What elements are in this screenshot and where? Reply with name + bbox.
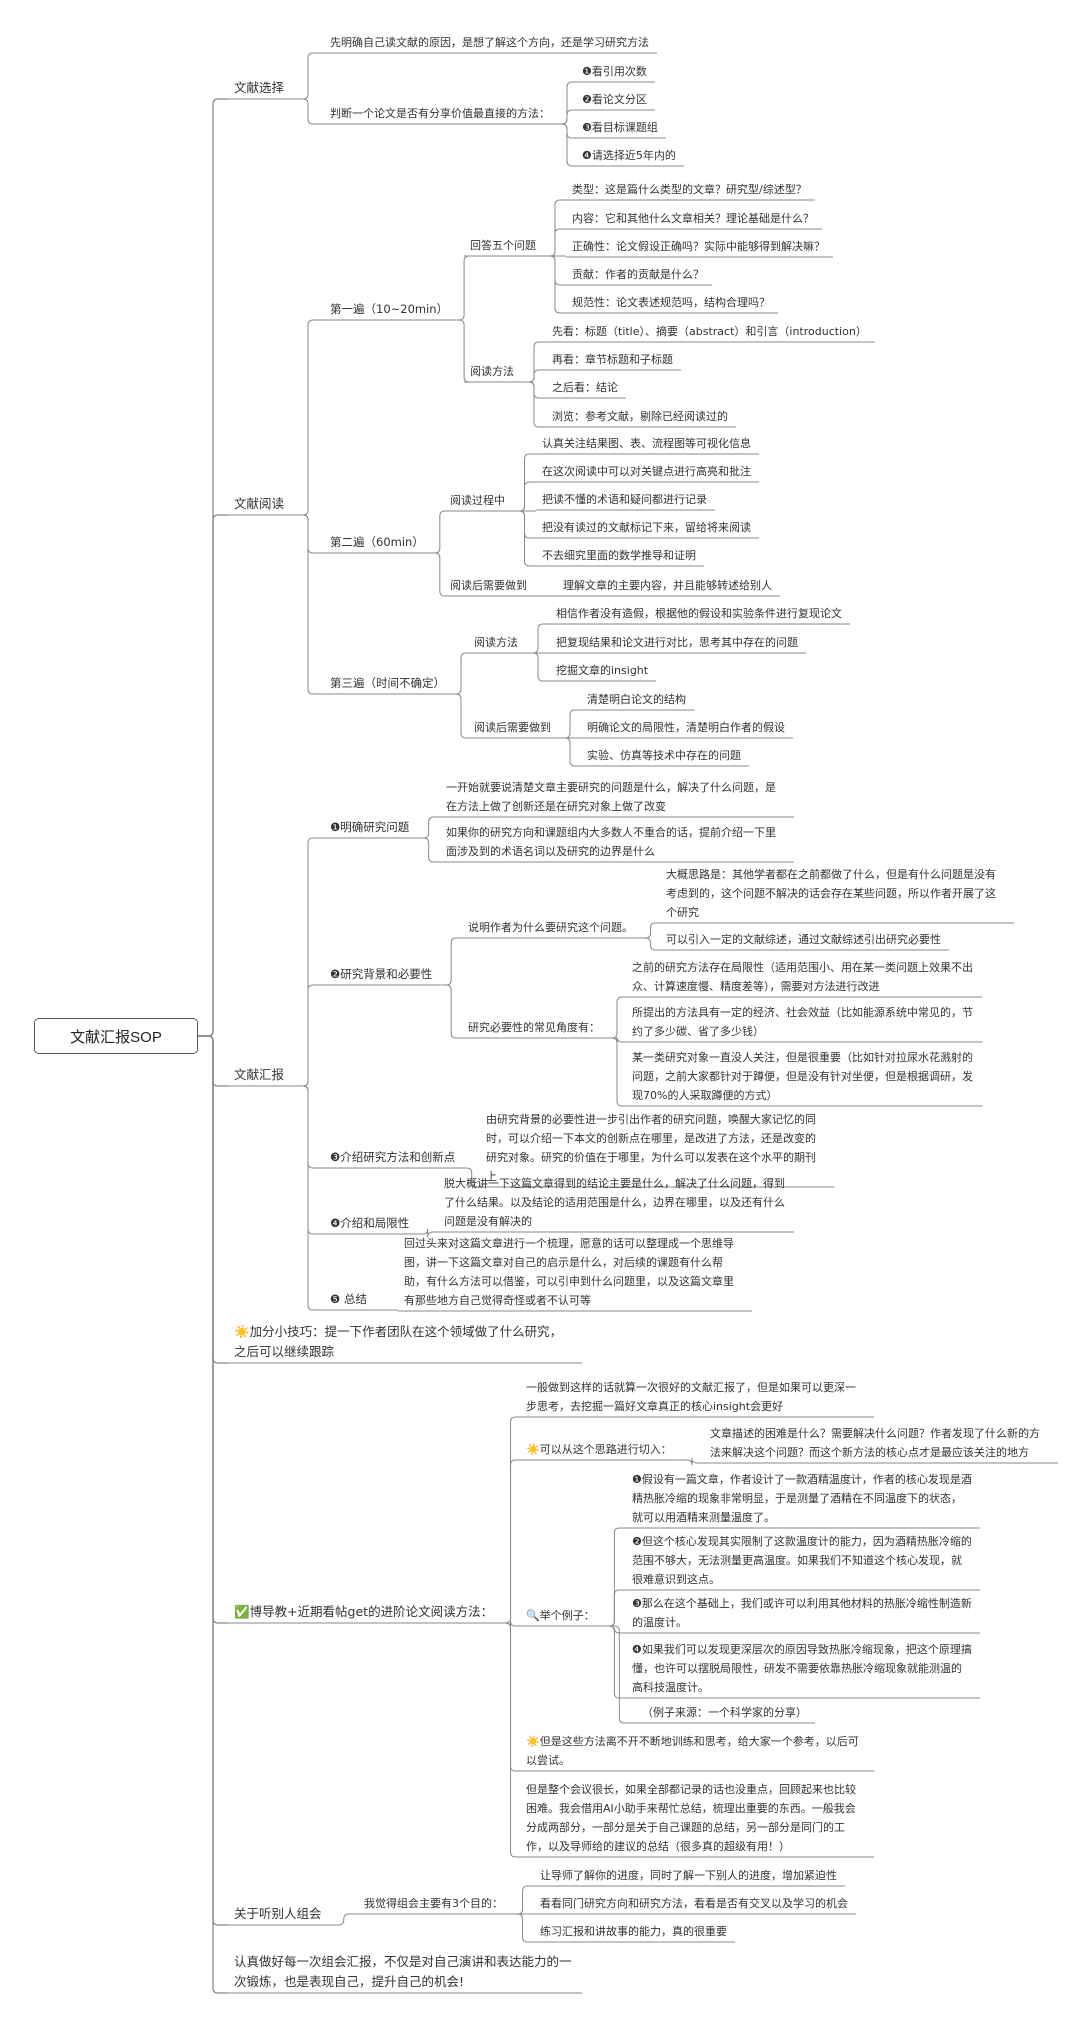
pass1-title: 第一遍（10~20min）: [330, 302, 449, 316]
report-angle-title: 研究必要性的常见角度有：: [468, 1021, 600, 1034]
pass2-during-2: 在这次阅读中可以对关键点进行高亮和批注: [542, 465, 751, 478]
pass2-after-1: 理解文章的主要内容，并且能够转述给别人: [563, 579, 772, 592]
s5-example-source: （例子来源：一个科学家的分享）: [642, 1706, 807, 1719]
pass3-after-1: 清楚明白论文的结构: [587, 693, 686, 706]
s6-title: 关于听别人组会: [234, 1906, 322, 1921]
s1-intro: 先明确自己读文献的原因，是想了解这个方向，还是学习研究方法: [330, 36, 649, 49]
s5-intro: 一般做到这样的话就算一次很好的文献汇报了，但是如果可以更深一步思考，去挖掘一篇好…: [526, 1381, 856, 1413]
s1-judge-item-1: ❶看引用次数: [582, 65, 647, 78]
s6-item-1: 让导师了解你的进度，同时了解一下别人的进度，增加紧迫性: [540, 1869, 837, 1882]
pass1-question-3: 正确性：论文假设正确吗？实际中能够得到解决嘛？: [572, 240, 825, 253]
s1-title: 文献选择: [234, 80, 285, 95]
s1-judge: 判断一个论文是否有分享价值最直接的方法：: [330, 107, 550, 120]
pass1-question-1: 类型：这是篇什么类型的文章？研究型/综述型？: [572, 183, 807, 196]
pass2-during-3: 把读不懂的术语和疑问都进行记录: [542, 493, 707, 506]
closing-note: 认真做好每一次组会汇报，不仅是对自己演讲和表达能力的一次锻炼，也是表现自己，提升…: [234, 1954, 572, 1989]
pass3-after-2: 明确论文的局限性，清楚明白作者的假设: [587, 721, 785, 734]
s5-example-1: ❶假设有一篇文章，作者设计了一款酒精温度计，作者的核心发现是酒精热胀冷缩的现象非…: [632, 1473, 972, 1524]
s5-tail: 但是整个会议很长，如果全部都记录的话也没重点，回顾起来也比较困难。我会借用AI小…: [526, 1783, 856, 1853]
pass1-question-5: 规范性：论文表述规范吗，结构合理吗？: [572, 296, 770, 309]
report-method-text: 由研究背景的必要性进一步引出作者的研究问题，唤醒大家记忆的同时，可以介绍一下本文…: [486, 1113, 816, 1183]
s2-title: 文献阅读: [234, 496, 285, 511]
s5-idea-title: ☀️可以从这个思路进行切入：: [526, 1443, 672, 1456]
s5-example-2: ❷但这个核心发现其实限制了这款温度计的能力，因为酒精热胀冷缩的范围不够大，无法测…: [632, 1535, 972, 1586]
pass3-after-title: 阅读后需要做到: [474, 721, 551, 734]
s5-note: ☀️但是这些方法离不开不断地训练和思考，给大家一个参考，以后可以尝试。: [526, 1735, 859, 1767]
report-angle-2: 所提出的方法具有一定的经济、社会效益（比如能源系统中常见的，节约了多少碳、省了多…: [632, 1006, 973, 1038]
pass1-question-4: 贡献：作者的贡献是什么？: [572, 268, 704, 281]
s5-idea-text: 文章描述的困难是什么？需要解决什么问题？作者发现了什么新的方法来解决这个问题？而…: [710, 1427, 1040, 1459]
report-why-1: 大概思路是：其他学者都在之前都做了什么，但是有什么问题是没有考虑到的，这个问题不…: [666, 868, 996, 919]
report-why-title: 说明作者为什么要研究这个问题。: [468, 921, 633, 934]
root-node: 文献汇报SOP: [34, 1018, 198, 1054]
s5-example-title: 🔍举个例子：: [526, 1609, 595, 1622]
pass1-method-1: 先看：标题（title）、摘要（abstract）和引言（introductio…: [552, 325, 867, 338]
s6-sub: 我觉得组会主要有3个目的：: [364, 1897, 503, 1910]
report-angle-3: 某一类研究对象一直没人关注，但是很重要（比如针对拉尿水花溅射的问题，之前大家都针…: [632, 1051, 973, 1102]
pass3-method-1: 相信作者没有造假，根据他的假设和实验条件进行复现论文: [556, 607, 842, 620]
pass1-method-4: 浏览：参考文献，剔除已经阅读过的: [552, 410, 728, 423]
pass2-title: 第二遍（60min）: [330, 535, 424, 549]
s3-title: 文献汇报: [234, 1067, 285, 1082]
pass1-method-title: 阅读方法: [470, 365, 514, 378]
pass1-method-2: 再看：章节标题和子标题: [552, 353, 673, 366]
s6-item-3: 练习汇报和讲故事的能力，真的很重要: [540, 1925, 727, 1938]
pass2-during-5: 不去细究里面的数学推导和证明: [542, 549, 696, 562]
report-angle-1: 之前的研究方法存在局限性（适用范围小、用在某一类问题上效果不出众、计算速度慢、精…: [632, 961, 973, 993]
pass1-questions-title: 回答五个问题: [470, 239, 536, 252]
pass2-during-title: 阅读过程中: [450, 494, 505, 507]
pass3-method-2: 把复现结果和论文进行对比，思考其中存在的问题: [556, 636, 798, 649]
report-background-title: ❷研究背景和必要性: [330, 967, 433, 981]
pass1-method-3: 之后看：结论: [552, 381, 618, 394]
pass2-during-1: 认真关注结果图、表、流程图等可视化信息: [542, 437, 751, 450]
s1-judge-item-3: ❸看目标课题组: [582, 121, 658, 134]
s5-title: ✅博导教+近期看帖get的进阶论文阅读方法：: [234, 1604, 494, 1619]
report-limit-text: 脱大概讲一下这篇文章得到的结论主要是什么，解决了什么问题，得到了什么结果。以及结…: [444, 1177, 785, 1228]
report-question-title: ❶明确研究问题: [330, 820, 410, 834]
report-method-title: ❸介绍研究方法和创新点: [330, 1150, 456, 1164]
report-limit-title: ❹介绍和局限性: [330, 1216, 410, 1230]
s6-item-2: 看看同门研究方向和研究方法，看看是否有交叉以及学习的机会: [540, 1897, 848, 1910]
pass3-method-title: 阅读方法: [474, 636, 518, 649]
pass3-method-3: 挖掘文章的insight: [556, 664, 649, 677]
s1-judge-item-2: ❷看论文分区: [582, 93, 647, 106]
report-question-1: 一开始就要说清楚文章主要研究的问题是什么，解决了什么问题，是在方法上做了创新还是…: [446, 781, 776, 813]
report-why-2: 可以引入一定的文献综述，通过文献综述引出研究必要性: [666, 933, 941, 946]
report-question-2: 如果你的研究方向和课题组内大多数人不重合的话，提前介绍一下里面涉及到的术语名词以…: [446, 826, 776, 858]
pass3-after-3: 实验、仿真等技术中存在的问题: [587, 749, 741, 762]
s1-judge-item-4: ❹请选择近5年内的: [582, 149, 676, 162]
s5-example-3: ❸那么在这个基础上，我们或许可以利用其他材料的热胀冷缩性制造新的温度计。: [632, 1597, 972, 1629]
pass3-title: 第三遍（时间不确定）: [330, 676, 445, 690]
report-summary-text: 回过头来对这篇文章进行一个梳理，愿意的话可以整理成一个思维导图，讲一下这篇文章对…: [404, 1237, 734, 1307]
s5-example-4: ❹如果我们可以发现更深层次的原因导致热胀冷缩现象，把这个原理搞懂，也许可以摆脱局…: [632, 1643, 972, 1694]
pass2-during-4: 把没有读过的文献标记下来，留给将来阅读: [542, 521, 751, 534]
report-summary-title: ❺ 总结: [330, 1292, 367, 1306]
bonus-tip: ☀️加分小技巧：提一下作者团队在这个领域做了什么研究，之后可以继续跟踪: [234, 1324, 563, 1359]
pass1-question-2: 内容：它和其他什么文章相关？理论基础是什么？: [572, 212, 814, 225]
pass2-after-title: 阅读后需要做到: [450, 579, 527, 592]
